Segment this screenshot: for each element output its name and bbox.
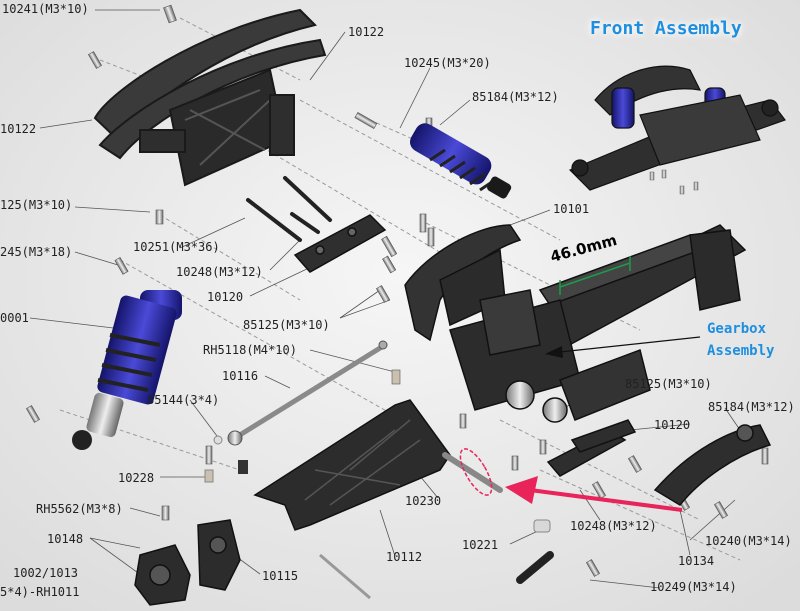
part-label: 245(M3*18)	[0, 245, 73, 259]
part-label: 10248(M3*12)	[570, 519, 657, 533]
part-label: 10240(M3*14)	[705, 534, 792, 548]
part-label: 10148	[47, 532, 84, 546]
gearbox-callout-line2: Assembly	[707, 343, 775, 359]
part-label: 85144(3*4)	[147, 393, 220, 407]
part-label: 10134	[678, 554, 715, 568]
lower-mounts	[546, 419, 772, 506]
part-label: 10120	[207, 290, 244, 304]
part-label: RH5562(M3*8)	[36, 502, 123, 516]
part-label: 10248(M3*12)	[176, 265, 263, 279]
part-label: 10228	[118, 471, 155, 485]
part-label: 10221	[462, 538, 499, 552]
part-label: RH5118(M4*10)	[203, 343, 297, 357]
steering-knuckle	[134, 519, 241, 606]
screws	[25, 4, 769, 577]
part-label: 10115	[262, 569, 299, 583]
front-bumper	[93, 8, 327, 187]
part-label: 10122	[0, 122, 37, 136]
pointer-arrow	[505, 476, 683, 512]
gearbox-callout-line1: Gearbox	[707, 321, 767, 337]
suspension-mount-upper	[293, 214, 387, 273]
front-shock-upper	[410, 123, 512, 199]
part-label: 85184(M3*12)	[708, 400, 795, 414]
front-assembly-inset	[568, 65, 786, 195]
front-shock-left	[72, 290, 182, 450]
gearbox-assembly	[449, 224, 747, 423]
part-label: 10241(M3*10)	[2, 2, 89, 16]
drive-shaft	[227, 340, 388, 446]
ball-joints	[319, 519, 554, 600]
part-label: 10122	[348, 25, 385, 39]
part-label: 10230	[405, 494, 442, 508]
guide-lines	[59, 17, 741, 561]
part-label: 10120	[654, 418, 691, 432]
small-parts	[204, 435, 248, 483]
part-label: 5*4)-RH1011	[0, 585, 80, 599]
part-label: 85125(M3*10)	[243, 318, 330, 332]
part-label: 125(M3*10)	[0, 198, 73, 212]
part-label: 10112	[386, 550, 423, 564]
part-label: 10251(M3*36)	[133, 240, 220, 254]
part-label: 0001	[0, 311, 29, 325]
pins	[246, 176, 332, 242]
part-label: 10116	[222, 369, 259, 383]
part-label: 85184(M3*12)	[472, 90, 559, 104]
highlight-ellipse	[459, 448, 493, 496]
lower-suspension-arm	[253, 399, 503, 531]
part-label: 10245(M3*20)	[404, 56, 491, 70]
gearbox-callout: Gearbox Assembly	[707, 318, 774, 362]
part-label: 10101	[553, 202, 590, 216]
front-assembly-title: Front Assembly	[590, 18, 742, 39]
part-label: 85125(M3*10)	[625, 377, 712, 391]
gearbox-callout-arrow	[545, 336, 701, 358]
part-label: 10249(M3*14)	[650, 580, 737, 594]
part-label: 1002/1013	[13, 566, 79, 580]
measurement-marker	[559, 256, 631, 295]
